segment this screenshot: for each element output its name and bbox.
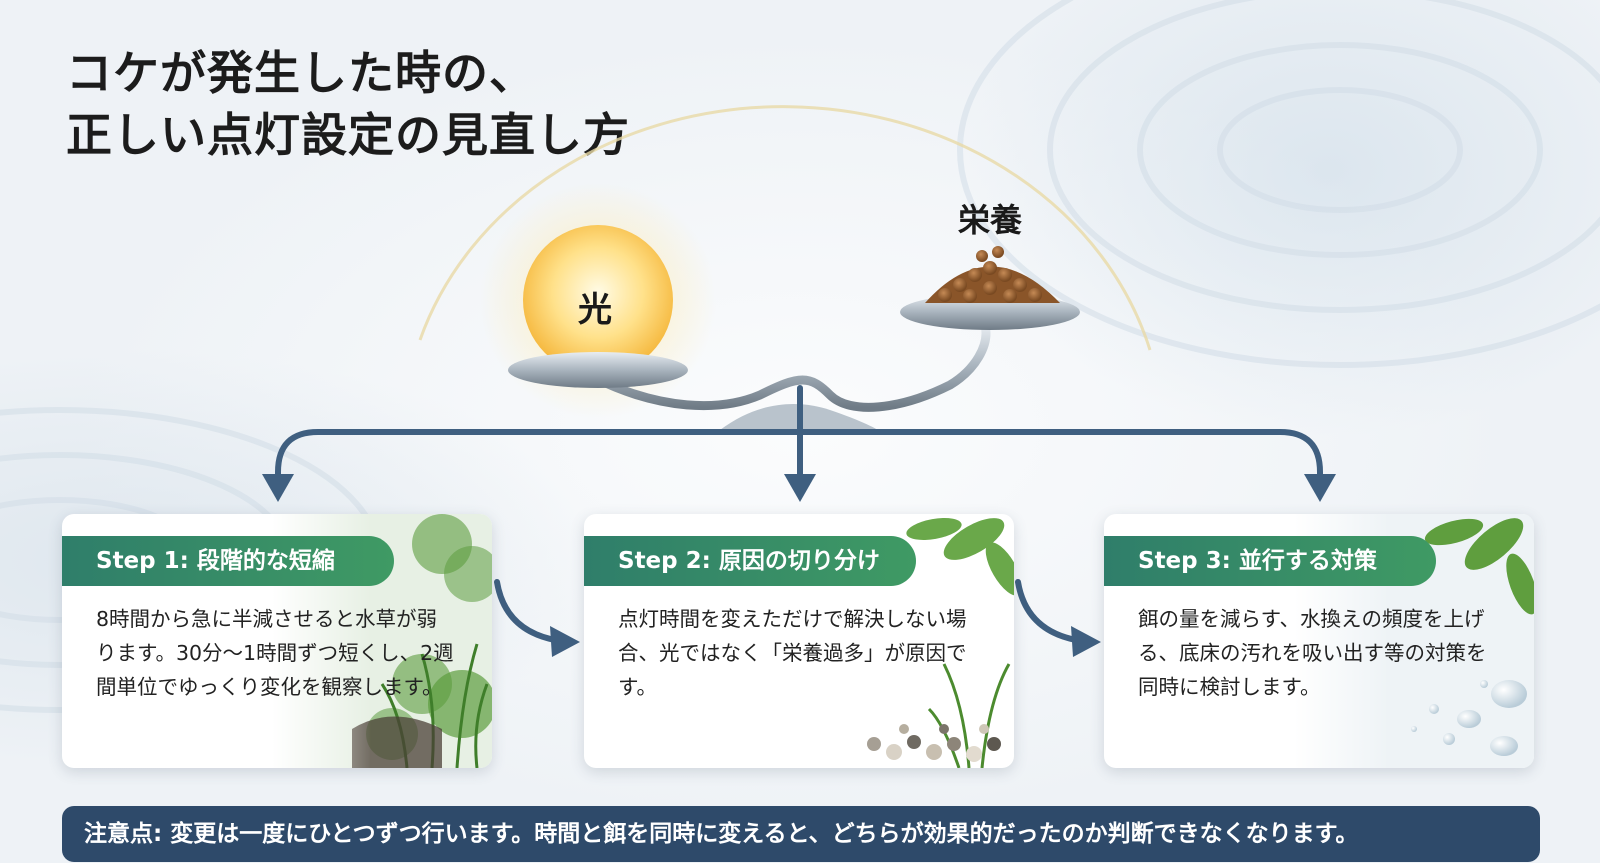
title-line-2: 正しい点灯設定の見直し方 (66, 108, 630, 162)
arrowhead-step-1 (262, 474, 294, 502)
step-3-text: 餌の量を減らす、水換えの頻度を上げる、底床の汚れを吸い出す等の対策を同時に検討し… (1138, 607, 1487, 699)
nutrient-label: 栄養 (958, 201, 1023, 239)
step-1-text: 8時間から急に半減させると水草が弱ります。30分〜1時間ずつ短くし、2週間単位で… (96, 607, 454, 699)
golden-arc (418, 105, 1152, 351)
connector-arrow-2-3 (1015, 579, 1079, 643)
balance-arm (590, 320, 991, 412)
arrow-to-step-3 (797, 429, 1323, 483)
arrowhead-step-2 (784, 474, 816, 502)
sun-icon (523, 225, 673, 375)
step-1-heading: Step 1: 段階的な短縮 (62, 536, 394, 586)
step-2-heading: Step 2: 原因の切り分け (584, 536, 916, 586)
step-3-heading: Step 3: 並行する対策 (1104, 536, 1436, 586)
title-line-1: コケが発生した時の、 (66, 46, 536, 100)
light-label: 光 (578, 290, 612, 330)
fish-food-pellets (925, 246, 1060, 303)
page-title: コケが発生した時の、 正しい点灯設定の見直し方 (66, 42, 630, 166)
caution-note-bar: 注意点: 変更は一度にひとつずつ行います。時間と餌を同時に変えると、どちらが効果… (62, 806, 1540, 862)
step-card-1: Step 1: 段階的な短縮 8時間から急に半減させると水草が弱ります。30分〜… (62, 514, 492, 768)
left-pan (508, 352, 688, 388)
step-card-3: Step 3: 並行する対策 餌の量を減らす、水換えの頻度を上げる、底床の汚れを… (1104, 514, 1534, 768)
step-card-2: Step 2: 原因の切り分け 点灯時間を変えただけで解決しない場合、光ではなく… (584, 514, 1014, 768)
step-2-text: 点灯時間を変えただけで解決しない場合、光ではなく「栄養過多」が原因です。 (618, 607, 967, 699)
arrow-to-step-1 (275, 429, 803, 483)
connector-arrow-1-2 (494, 579, 558, 643)
arrowhead-step-3 (1304, 474, 1336, 502)
